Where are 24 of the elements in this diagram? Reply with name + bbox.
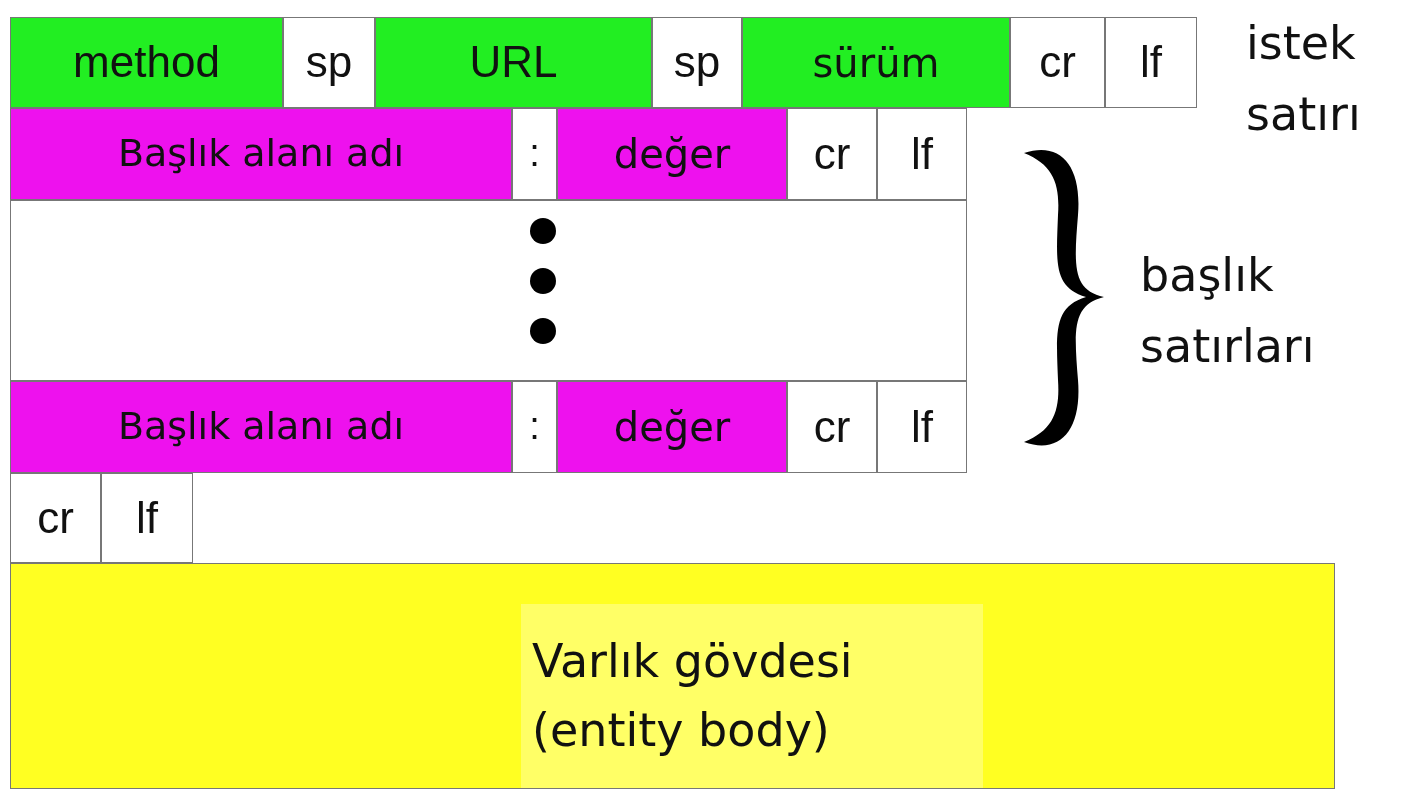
field-cell: Başlık alanı adı — [10, 381, 512, 473]
side-label: istek satırı — [1246, 15, 1362, 144]
field-cell: cr — [787, 381, 877, 473]
field-cell: : — [512, 381, 557, 473]
field-cell: sp — [283, 17, 375, 108]
field-cell: cr — [1010, 17, 1105, 108]
field-cell: URL — [375, 17, 652, 108]
field-cell: lf — [877, 108, 967, 200]
field-cell: Başlık alanı adı — [10, 108, 512, 200]
field-cell: : — [512, 108, 557, 200]
field-cell: lf — [101, 473, 193, 563]
body-text: Varlık gövdesi (entity body) — [532, 633, 854, 759]
field-cell: lf — [877, 381, 967, 473]
field-cell: cr — [787, 108, 877, 200]
field-cell: değer — [557, 108, 787, 200]
field-cell: method — [10, 17, 283, 108]
empty-row-box — [10, 200, 967, 381]
side-label: başlık satırları — [1140, 247, 1316, 376]
field-cell: sürüm — [742, 17, 1010, 108]
field-cell: lf — [1105, 17, 1197, 108]
field-cell: sp — [652, 17, 742, 108]
field-cell: değer — [557, 381, 787, 473]
field-cell: cr — [10, 473, 101, 563]
entity-body-box — [10, 563, 1335, 789]
